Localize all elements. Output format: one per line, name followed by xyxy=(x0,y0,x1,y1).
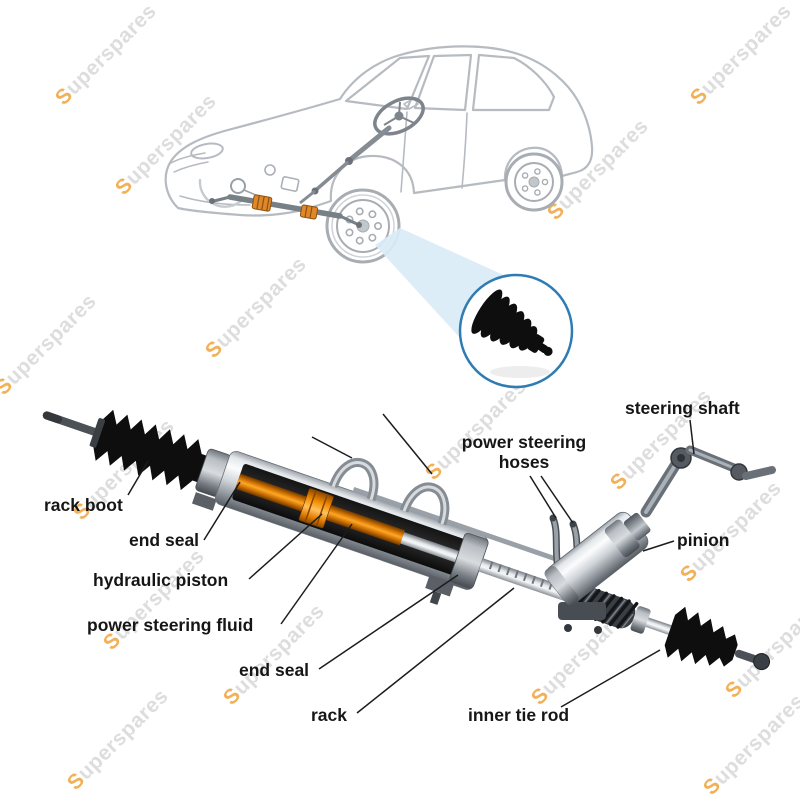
label-rack-boot: rack boot xyxy=(44,495,123,515)
label-power-steering-fluid: power steering fluid xyxy=(87,615,254,635)
mounting-bracket xyxy=(558,602,606,620)
label-rack: rack xyxy=(311,705,348,725)
car-rack-boot-highlight xyxy=(251,194,273,212)
label-hydraulic-piston: hydraulic piston xyxy=(93,570,229,590)
label-end-seal-left: end seal xyxy=(129,530,200,550)
right-rack-boot xyxy=(664,606,738,667)
steering-shaft-part xyxy=(640,445,776,518)
rack-bar xyxy=(478,558,578,605)
steering-rack-diagram xyxy=(42,409,776,671)
inner-tie-rod-part xyxy=(734,649,759,663)
label-end-seal-right: end seal xyxy=(239,660,310,680)
car-rear-wheel xyxy=(504,152,564,212)
pinion-valve-housing xyxy=(544,511,651,606)
car-rack-boot-highlight-2 xyxy=(299,204,319,220)
car-steering-system xyxy=(209,96,425,228)
callout-circle xyxy=(458,273,574,389)
label-inner-tie-rod: inner tie rod xyxy=(468,705,570,725)
left-rack-boot xyxy=(93,409,207,491)
label-power-steering-hoses: power steering hoses xyxy=(461,432,587,472)
label-steering-shaft: steering shaft xyxy=(625,398,740,418)
car-illustration xyxy=(164,45,594,389)
car-body-outline xyxy=(164,45,594,217)
rack-boot-image xyxy=(471,289,553,356)
label-pinion: pinion xyxy=(677,530,730,550)
hose-loops xyxy=(328,458,450,526)
